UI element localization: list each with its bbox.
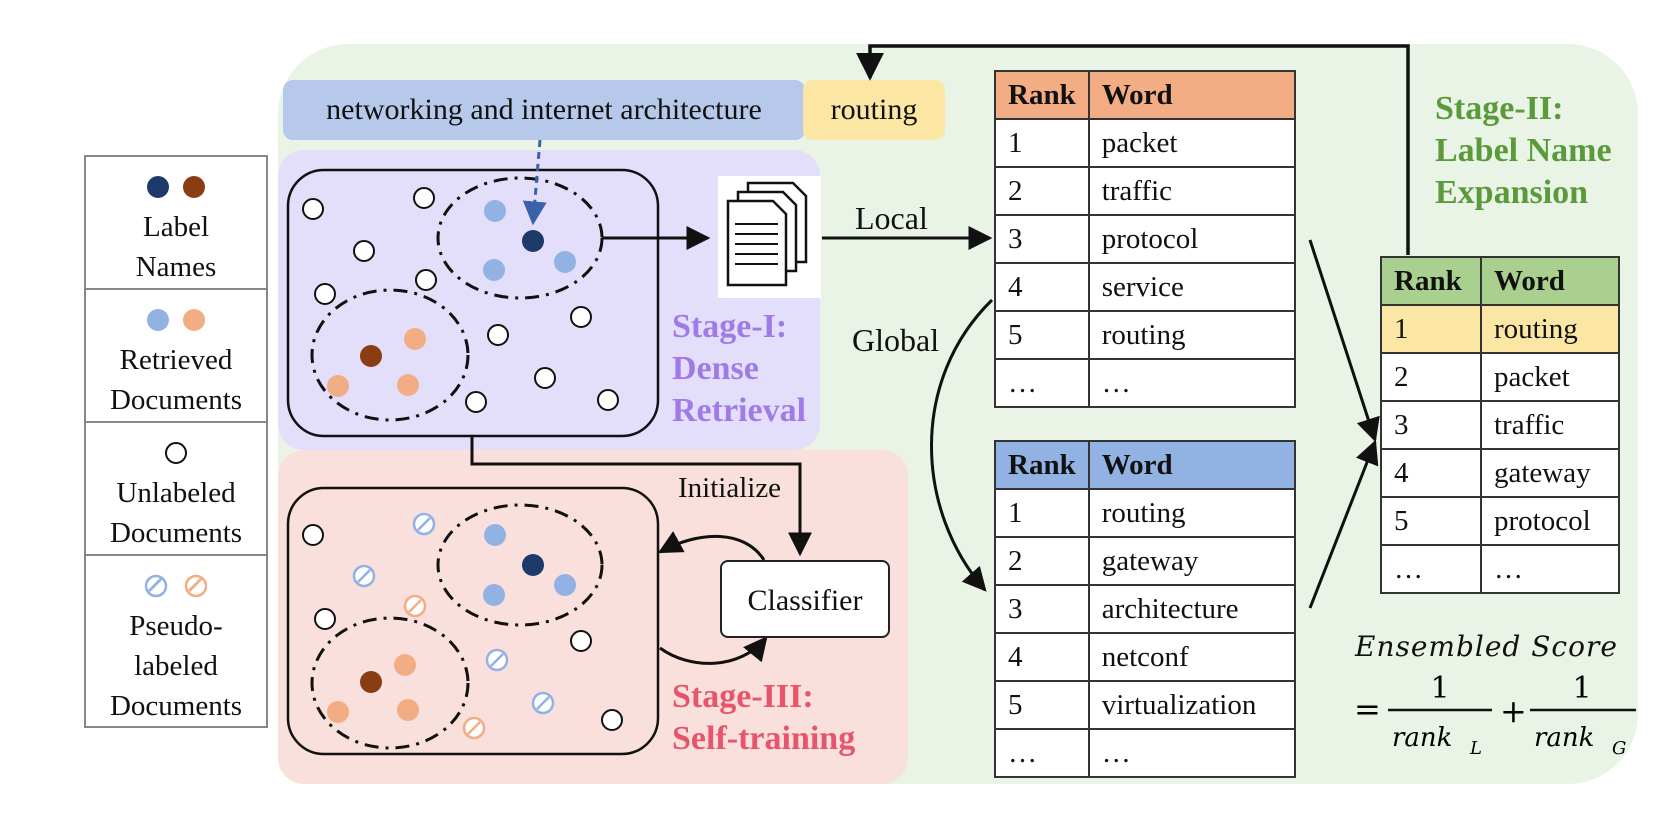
legend-text: Retrieved Documents: [109, 344, 243, 416]
legend-text: Pseudo- labeled Documents: [109, 610, 243, 722]
table-row: ……: [994, 358, 1296, 408]
legend-text: Label Names: [135, 211, 217, 283]
formula-plus: +: [1500, 692, 1527, 730]
feedback-arrow: [856, 44, 1410, 255]
formula-sub-left: L: [1469, 738, 1482, 759]
pseudo-label-blue-icon: [144, 574, 168, 598]
global-arrow: [930, 298, 994, 592]
cluster-routing-stage-iii: [436, 503, 604, 627]
formula-eq: =: [1354, 690, 1381, 728]
global-to-ensemble-arrow: [1308, 439, 1379, 609]
legend-pseudo-labeled-documents: Pseudo- labeled Documents: [86, 566, 266, 726]
formula-den-right: rank: [1534, 723, 1594, 753]
table-header: Rank Word: [994, 70, 1296, 120]
label-name-dot-blue-icon: [147, 176, 169, 198]
label-name-bar: networking and internet architecture: [283, 80, 805, 140]
retrieved-dot-blue-icon: [147, 309, 169, 331]
global-label: Global: [852, 322, 940, 358]
stage-iii-label: Stage-III: Self-training: [672, 678, 856, 757]
table-row: ……: [1380, 544, 1620, 594]
legend-retrieved-documents: Retrieved Documents: [86, 300, 266, 420]
label-name-dot-orange-icon: [183, 176, 205, 198]
legend: Label Names Retrieved Documents Unlabele…: [84, 155, 268, 728]
pseudo-label-orange-icon: [184, 574, 208, 598]
retrieved-dot-orange-icon: [183, 309, 205, 331]
formula-num-right: 1: [1572, 671, 1591, 706]
stage-ii-label: Stage-II: Label Name Expansion: [1435, 90, 1612, 211]
legend-unlabeled-documents: Unlabeled Documents: [86, 433, 266, 553]
train-arrow: [659, 636, 768, 665]
ensembled-score-formula: = 1 rank L + 1 rank G: [1354, 671, 1636, 759]
table-header: Rank Word: [1380, 256, 1620, 306]
cluster-other: [310, 288, 470, 422]
stage-i-label: Stage-I: Dense Retrieval: [672, 308, 807, 429]
expanded-word-bar: routing: [803, 80, 945, 140]
legend-text: Unlabeled Documents: [109, 477, 243, 549]
stage-i-documents: [302, 187, 619, 413]
stage-iii-documents: [302, 512, 623, 740]
legend-label-names: Label Names: [86, 167, 266, 287]
documents-stack-icon: [718, 176, 821, 298]
initialize-arrow: [470, 436, 812, 557]
classifier-box: Classifier: [720, 560, 890, 638]
unlabeled-dot-icon: [165, 442, 187, 464]
formula-num-left: 1: [1430, 671, 1449, 706]
table-row: ……: [994, 728, 1296, 778]
pseudo-label-arrow: [657, 531, 766, 561]
cluster-other-stage-iii: [310, 616, 470, 750]
label-name-query-arrow: [522, 139, 547, 226]
table-header: Rank Word: [994, 440, 1296, 490]
local-to-ensemble-arrow: [1308, 239, 1380, 443]
formula-den-left: rank: [1392, 723, 1452, 753]
local-label: Local: [855, 200, 928, 236]
ensembled-score-title: Ensembled Score: [1355, 630, 1618, 663]
initialize-label: Initialize: [678, 472, 782, 504]
formula-sub-right: G: [1612, 738, 1626, 759]
